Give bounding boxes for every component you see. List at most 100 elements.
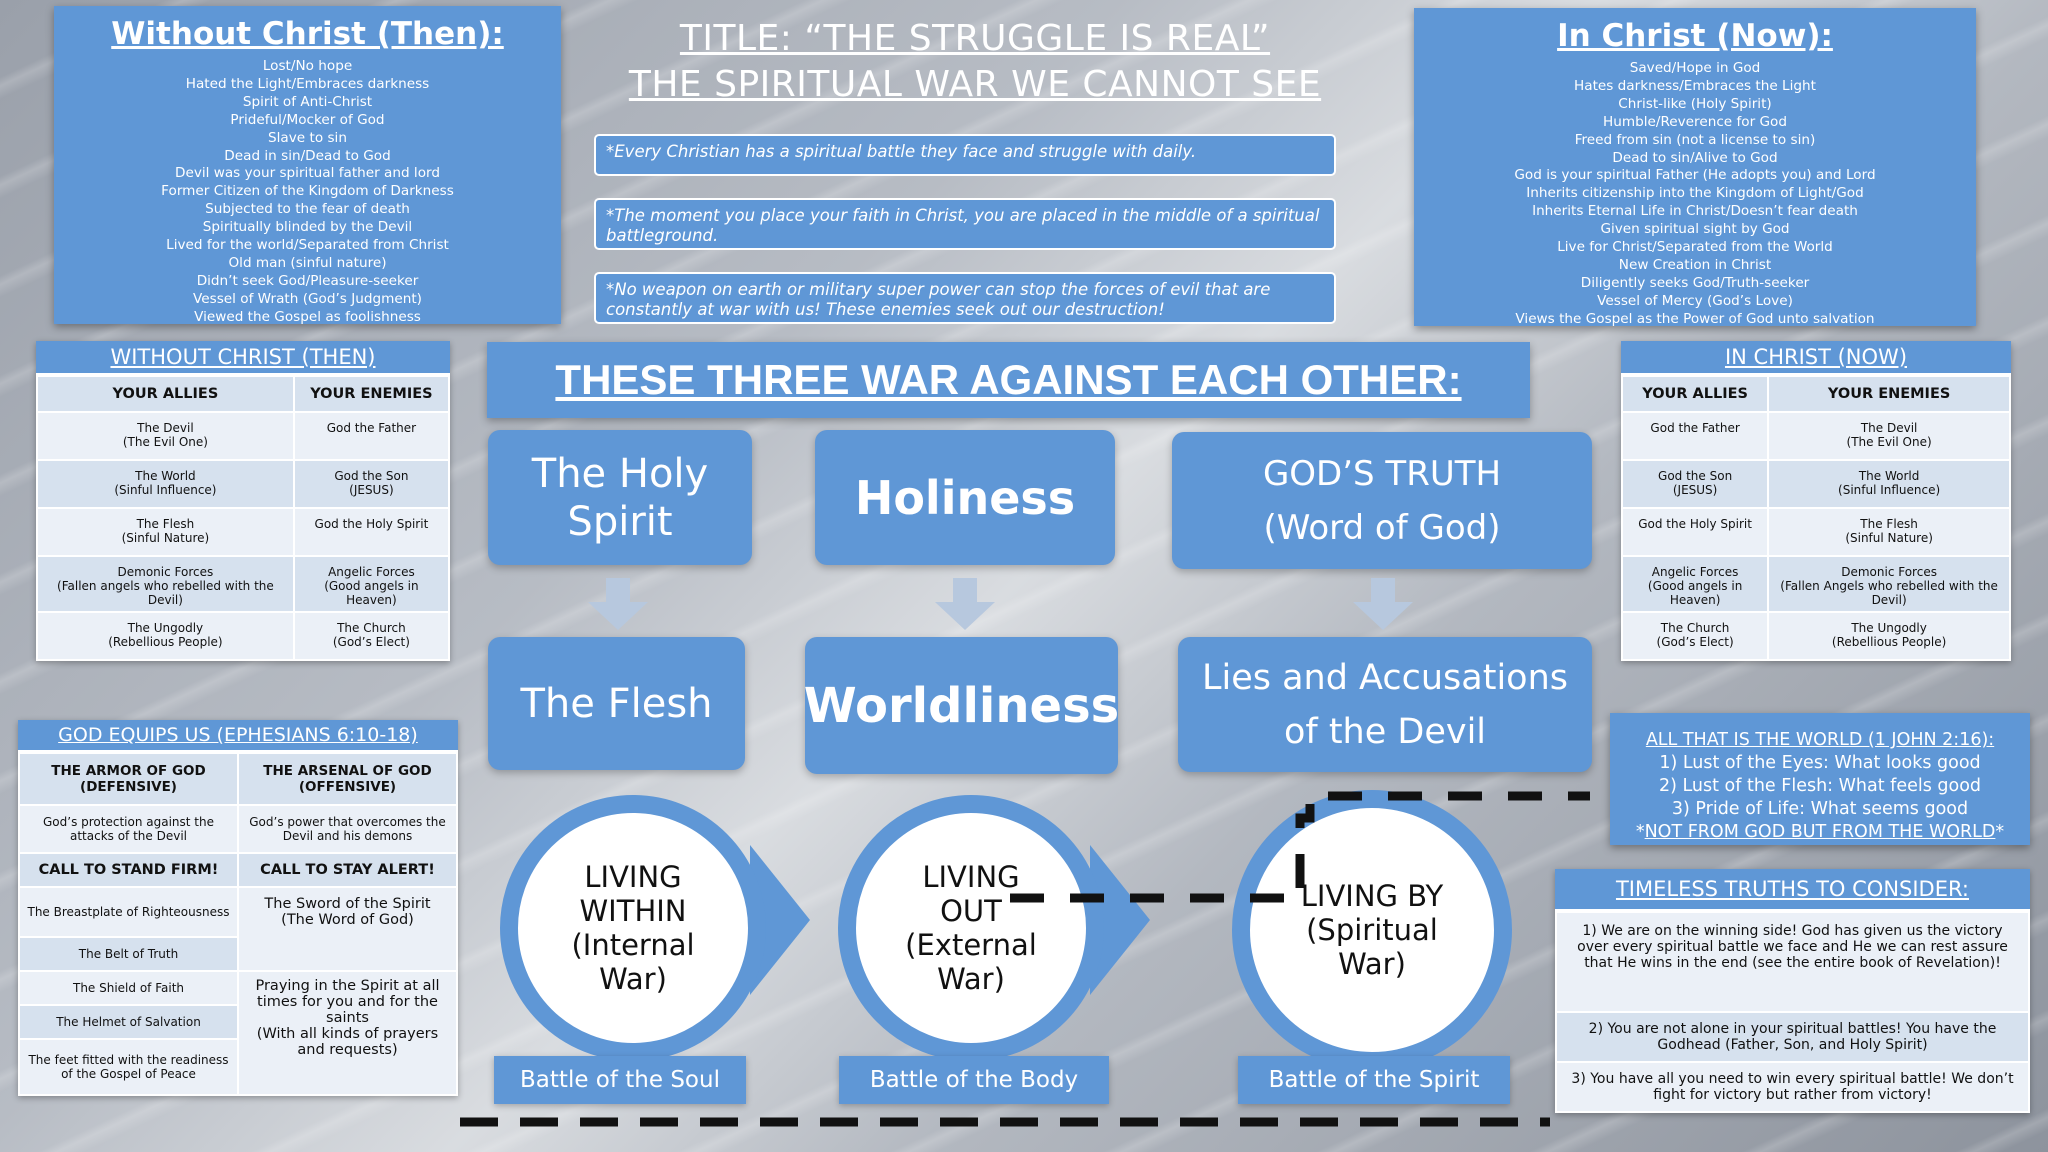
- in-christ-heading: In Christ (Now):: [1557, 18, 1833, 54]
- col-allies: YOUR ALLIES: [36, 375, 295, 413]
- arsenal-header: THE ARSENAL OF GOD (OFFENSIVE): [237, 752, 458, 806]
- table-row: The Flesh (Sinful Nature)God the Holy Sp…: [36, 507, 451, 557]
- world-panel: ALL THAT IS THE WORLD (1 JOHN 2:16): 1) …: [1610, 713, 2030, 845]
- list-item: Inherits Eternal Life in Christ/Doesn’t …: [1532, 203, 1858, 220]
- table-cell: God the Father: [1620, 411, 1770, 461]
- note-2: *The moment you place your faith in Chri…: [594, 198, 1336, 250]
- table-cell: The Church (God’s Elect): [1620, 611, 1770, 661]
- list-item: Freed from sin (not a license to sin): [1574, 131, 1816, 148]
- list-item: Dead to sin/Alive to God: [1612, 149, 1778, 166]
- battle-body: Battle of the Body: [839, 1056, 1109, 1104]
- list-item: Vessel of Mercy (God’s Love): [1597, 292, 1793, 309]
- table-cell: The Devil (The Evil One): [1767, 411, 2011, 461]
- list-item: Inherits citizenship into the Kingdom of…: [1526, 185, 1864, 202]
- list-item: Hates darkness/Embraces the Light: [1574, 77, 1816, 94]
- list-item: Lost/No hope: [262, 58, 353, 74]
- table-cell: God the Holy Spirit: [292, 507, 451, 557]
- god-equips-grid: THE ARMOR OF GOD (DEFENSIVE) THE ARSENAL…: [18, 752, 458, 1096]
- without-christ-heading: Without Christ (Then):: [111, 16, 504, 52]
- table-cell: God the Son (JESUS): [1620, 459, 1770, 509]
- timeless-truths-heading: TIMELESS TRUTHS TO CONSIDER:: [1555, 869, 2030, 911]
- praying-in-spirit: Praying in the Spirit at all times for y…: [237, 970, 458, 1096]
- sword-of-spirit: The Sword of the Spirit (The Word of God…: [237, 886, 458, 972]
- list-item: Old man (sinful nature): [228, 254, 387, 271]
- table-row: The Ungodly (Rebellious People)The Churc…: [36, 611, 451, 661]
- center-heading: THESE THREE WAR AGAINST EACH OTHER:: [555, 356, 1462, 403]
- armor-header: THE ARMOR OF GOD (DEFENSIVE): [18, 752, 239, 806]
- card-the-flesh: The Flesh: [488, 637, 745, 770]
- list-item: Hated the Light/Embraces darkness: [185, 75, 430, 92]
- list-item: Devil was your spiritual father and lord: [174, 165, 441, 182]
- table-cell: The World (Sinful Influence): [36, 459, 295, 509]
- table-cell: The Ungodly (Rebellious People): [1767, 611, 2011, 661]
- list-item: Viewed the Gospel as foolishness: [194, 308, 421, 325]
- table-cell: God the Father: [292, 411, 451, 461]
- table-cell: God the Son (JESUS): [292, 459, 451, 509]
- table-cell: Demonic Forces (Fallen angels who rebell…: [36, 555, 295, 613]
- title-line-2: THE SPIRITUAL WAR WE CANNOT SEE: [628, 64, 1322, 105]
- card-worldliness: Worldliness: [804, 637, 1119, 774]
- world-line: 3) Pride of Life: What seems good: [1671, 799, 1969, 819]
- call-stay-alert: CALL TO STAY ALERT!: [237, 852, 458, 888]
- list-item: Christ-like (Holy Spirit): [1618, 95, 1772, 112]
- note-1: *Every Christian has a spiritual battle …: [594, 134, 1336, 176]
- down-arrow-icon: [1353, 578, 1413, 630]
- without-christ-table-heading: WITHOUT CHRIST (THEN): [36, 341, 450, 375]
- arsenal-description: God’s power that overcomes the Devil and…: [237, 804, 458, 854]
- table-row: God the Son (JESUS)The World (Sinful Inf…: [1620, 459, 2011, 509]
- table-cell: The Church (God’s Elect): [292, 611, 451, 661]
- card-holiness: Holiness: [815, 430, 1115, 565]
- list-item: Slave to sin: [268, 129, 347, 146]
- table-cell: The Devil (The Evil One): [36, 411, 295, 461]
- down-arrow-icon: [588, 578, 648, 630]
- world-footer: *NOT FROM GOD BUT FROM THE WORLD*: [1635, 822, 2005, 842]
- truth-item: 1) We are on the winning side! God has g…: [1555, 911, 2030, 1013]
- truth-item: 2) You are not alone in your spiritual b…: [1555, 1011, 2030, 1063]
- table-row: The Church (God’s Elect)The Ungodly (Reb…: [1620, 611, 2011, 661]
- center-heading-bar: THESE THREE WAR AGAINST EACH OTHER:: [487, 342, 1530, 418]
- table-row: Demonic Forces (Fallen angels who rebell…: [36, 555, 451, 613]
- list-item: Diligently seeks God/Truth-seeker: [1580, 274, 1810, 291]
- list-item: Spirit of Anti-Christ: [242, 93, 373, 110]
- list-item: Given spiritual sight by God: [1600, 221, 1790, 238]
- table-cell: The World (Sinful Influence): [1767, 459, 2011, 509]
- armor-description: God’s protection against the attacks of …: [18, 804, 239, 854]
- col-allies: YOUR ALLIES: [1620, 375, 1770, 413]
- battle-spirit: Battle of the Spirit: [1238, 1056, 1510, 1104]
- table-cell: Angelic Forces (Good angels in Heaven): [1620, 555, 1770, 613]
- list-item: Prideful/Mocker of God: [230, 111, 385, 128]
- armor-item: The feet fitted with the readiness of th…: [18, 1038, 239, 1096]
- timeless-truths-grid: 1) We are on the winning side! God has g…: [1555, 911, 2030, 1113]
- list-item: Live for Christ/Separated from the World: [1557, 239, 1833, 256]
- list-item: Former Citizen of the Kingdom of Darknes…: [161, 183, 454, 200]
- timeless-truths-panel: TIMELESS TRUTHS TO CONSIDER: 1) We are o…: [1555, 869, 2030, 1113]
- note-3: *No weapon on earth or military super po…: [594, 272, 1336, 324]
- list-item: Vessel of Wrath (God’s Judgment): [193, 290, 422, 307]
- armor-item: The Breastplate of Righteousness: [18, 886, 239, 938]
- list-item: Spiritually blinded by the Devil: [202, 219, 413, 236]
- col-enemies: YOUR ENEMIES: [1767, 375, 2011, 413]
- battle-soul: Battle of the Soul: [494, 1056, 746, 1104]
- armor-item: The Shield of Faith: [18, 970, 239, 1006]
- table-row: The Devil (The Evil One)God the Father: [36, 411, 451, 461]
- list-item: New Creation in Christ: [1618, 256, 1772, 273]
- world-heading: ALL THAT IS THE WORLD (1 JOHN 2:16):: [1645, 730, 1995, 750]
- world-line: 2) Lust of the Flesh: What feels good: [1658, 776, 1982, 796]
- list-item: Subjected to the fear of death: [205, 201, 410, 218]
- table-cell: The Flesh (Sinful Nature): [36, 507, 295, 557]
- god-equips-table: GOD EQUIPS US (EPHESIANS 6:10-18) THE AR…: [18, 720, 458, 1096]
- list-item: God is your spiritual Father (He adopts …: [1514, 167, 1876, 184]
- table-cell: The Flesh (Sinful Nature): [1767, 507, 2011, 557]
- card-gods-truth: GOD’S TRUTH (Word of God): [1172, 432, 1592, 569]
- list-item: Views the Gospel as the Power of God unt…: [1515, 310, 1875, 327]
- title-block: TITLE: “THE STRUGGLE IS REAL” THE SPIRIT…: [560, 18, 1390, 118]
- down-arrow-icon: [935, 578, 995, 630]
